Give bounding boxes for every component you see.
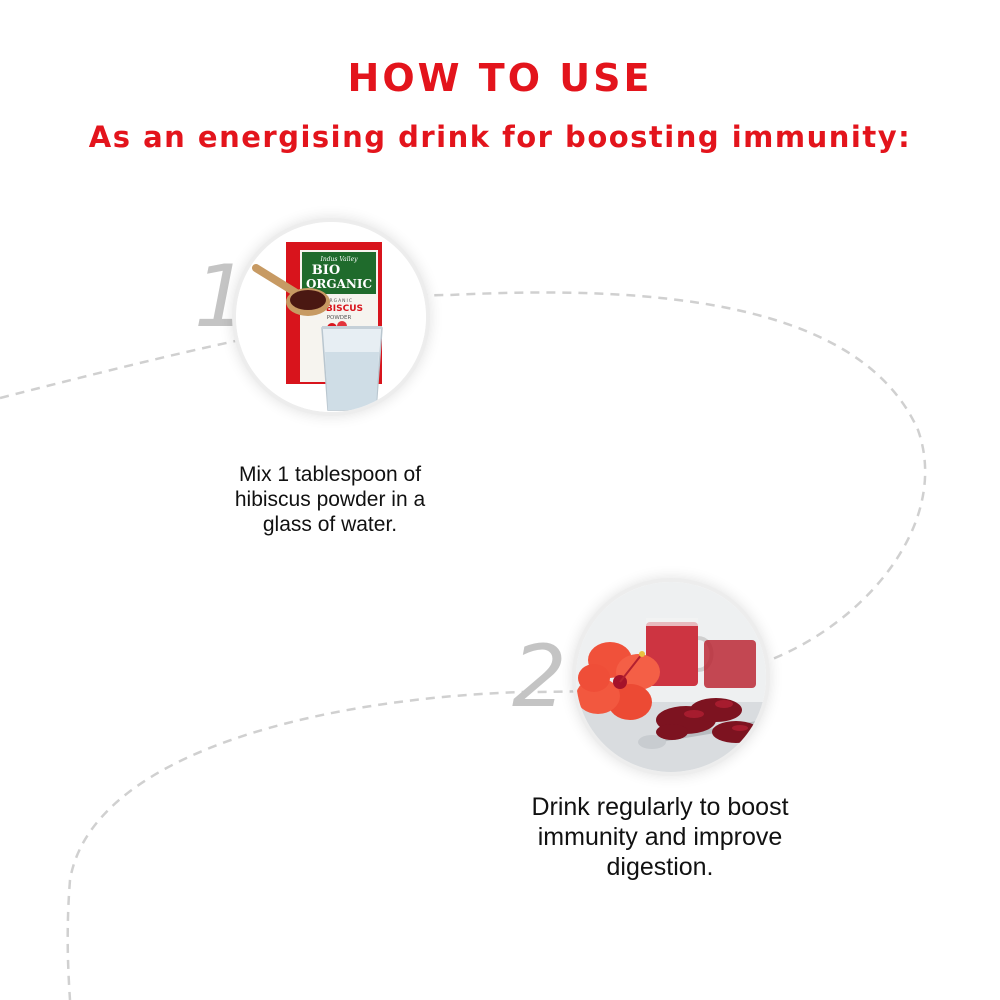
step-2-caption-line: immunity and improve bbox=[537, 823, 783, 851]
product-organic-label: ORGANIC bbox=[325, 298, 353, 304]
step-1-caption-line: hibiscus powder in a bbox=[234, 488, 426, 512]
page-subtitle: As an energising drink for boosting immu… bbox=[88, 120, 912, 154]
step-1-caption-line: glass of water. bbox=[262, 513, 398, 537]
product-line-organic: ORGANIC bbox=[306, 277, 372, 291]
step-2-caption-line: digestion. bbox=[606, 853, 714, 881]
product-line-bio: BIO bbox=[312, 263, 340, 278]
step-1-image: Indus Valley BIO ORGANIC ORGANIC HIBISCU… bbox=[232, 218, 430, 416]
hibiscus-tea-icon bbox=[576, 582, 766, 772]
step-1-caption: Mix 1 tablespoon of hibiscus powder in a… bbox=[190, 462, 470, 538]
product-type: POWDER bbox=[327, 315, 352, 321]
brand-label: Indus Valley bbox=[319, 256, 358, 263]
step-2-image bbox=[572, 578, 770, 776]
page-title: HOW TO USE bbox=[347, 56, 653, 100]
step-1-caption-line: Mix 1 tablespoon of bbox=[238, 463, 422, 486]
step-2-number: 2 bbox=[512, 627, 567, 727]
hibiscus-powder-box-icon: Indus Valley BIO ORGANIC ORGANIC HIBISCU… bbox=[236, 222, 426, 412]
product-name: HIBISCUS bbox=[315, 304, 363, 314]
step-2-caption-line: Drink regularly to boost bbox=[531, 793, 789, 821]
step-2-caption: Drink regularly to boost immunity and im… bbox=[500, 792, 820, 882]
